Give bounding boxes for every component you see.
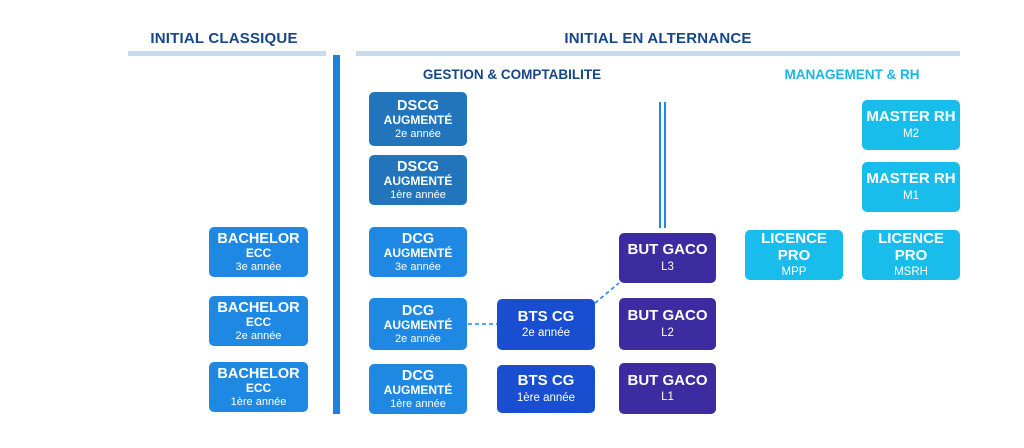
box-subtitle: ECC [245, 380, 272, 395]
rule-classique [128, 51, 326, 56]
box-dscg-2e-annee[interactable]: DSCG AUGMENTÉ 2e année [369, 92, 467, 146]
box-title: BACHELOR [217, 365, 300, 382]
box-level: M2 [903, 127, 919, 140]
box-subtitle: AUGMENTÉ [383, 382, 453, 397]
box-level: 3e année [395, 261, 441, 274]
box-title: DSCG [397, 97, 439, 114]
box-dcg-2e-annee[interactable]: DCG AUGMENTÉ 2e année [369, 298, 467, 350]
box-title: BTS CG [517, 307, 575, 325]
box-title: DCG [401, 367, 435, 384]
box-level: L3 [661, 260, 674, 273]
box-title: BUT GACO [627, 307, 708, 325]
box-level: 2e année [395, 333, 441, 346]
box-level: M1 [903, 189, 919, 202]
box-subtitle: AUGMENTÉ [383, 245, 453, 260]
box-licence-pro-mpp[interactable]: LICENCE PRO MPP [745, 230, 843, 280]
header-management-rh: MANAGEMENT & RH [784, 67, 920, 82]
box-level: 2e année [522, 327, 570, 340]
box-title: MASTER RH [866, 108, 956, 126]
box-master-rh-m2[interactable]: MASTER RH M2 [862, 100, 960, 150]
box-bts-cg-2e-annee[interactable]: BTS CG 2e année [497, 299, 595, 350]
box-but-gaco-l2[interactable]: BUT GACO L2 [619, 298, 716, 350]
header-gestion-comptabilite: GESTION & COMPTABILITE [422, 67, 602, 82]
box-title: BUT GACO [627, 241, 708, 259]
box-title: DSCG [397, 158, 439, 175]
box-title: DCG [401, 302, 435, 319]
box-level: 1ère année [390, 398, 446, 411]
box-master-rh-m1[interactable]: MASTER RH M1 [862, 162, 960, 212]
box-level: L1 [661, 391, 674, 404]
box-subtitle: AUGMENTÉ [383, 173, 453, 188]
box-dcg-3e-annee[interactable]: DCG AUGMENTÉ 3e année [369, 227, 467, 277]
box-title: BUT GACO [627, 371, 708, 389]
box-dcg-1ere-annee[interactable]: DCG AUGMENTÉ 1ère année [369, 364, 467, 414]
box-bachelor-3e-annee[interactable]: BACHELOR ECC 3e année [209, 227, 308, 277]
header-initial-classique: INITIAL CLASSIQUE [150, 30, 298, 47]
box-bts-cg-1ere-annee[interactable]: BTS CG 1ère année [497, 365, 595, 413]
box-bachelor-2e-annee[interactable]: BACHELOR ECC 2e année [209, 296, 308, 346]
column-divider-bar [333, 55, 340, 414]
box-subtitle: ECC [245, 314, 272, 329]
box-bachelor-1ere-annee[interactable]: BACHELOR ECC 1ère année [209, 362, 308, 412]
box-subtitle: ECC [245, 245, 272, 260]
header-initial-alternance: INITIAL EN ALTERNANCE [564, 30, 752, 47]
box-title: LICENCE PRO [761, 229, 827, 264]
box-level: 3e année [235, 261, 282, 274]
rule-alternance [356, 51, 960, 56]
box-title: BACHELOR [217, 299, 300, 316]
box-title: MASTER RH [866, 170, 956, 188]
box-dscg-1ere-annee[interactable]: DSCG AUGMENTÉ 1ère année [369, 155, 467, 205]
box-title: BACHELOR [217, 230, 300, 247]
box-subtitle: AUGMENTÉ [383, 317, 453, 332]
box-level: 1ère année [516, 391, 576, 404]
box-level: 1ère année [390, 189, 446, 202]
box-but-gaco-l3[interactable]: BUT GACO L3 [619, 233, 716, 283]
box-title: BTS CG [517, 372, 575, 390]
box-level: L2 [661, 326, 674, 339]
box-level: 2e année [235, 330, 282, 343]
box-but-gaco-l1[interactable]: BUT GACO L1 [619, 363, 716, 414]
connector-bts-but [594, 282, 620, 304]
box-level: MSRH [894, 266, 928, 279]
box-subtitle: AUGMENTÉ [383, 112, 453, 127]
box-level: 1ère année [230, 396, 287, 409]
box-level: MPP [781, 266, 807, 279]
box-level: 2e année [395, 128, 441, 141]
box-title: DCG [401, 230, 435, 247]
box-title: LICENCE PRO [878, 229, 944, 264]
box-licence-pro-msrh[interactable]: LICENCE PRO MSRH [862, 230, 960, 280]
